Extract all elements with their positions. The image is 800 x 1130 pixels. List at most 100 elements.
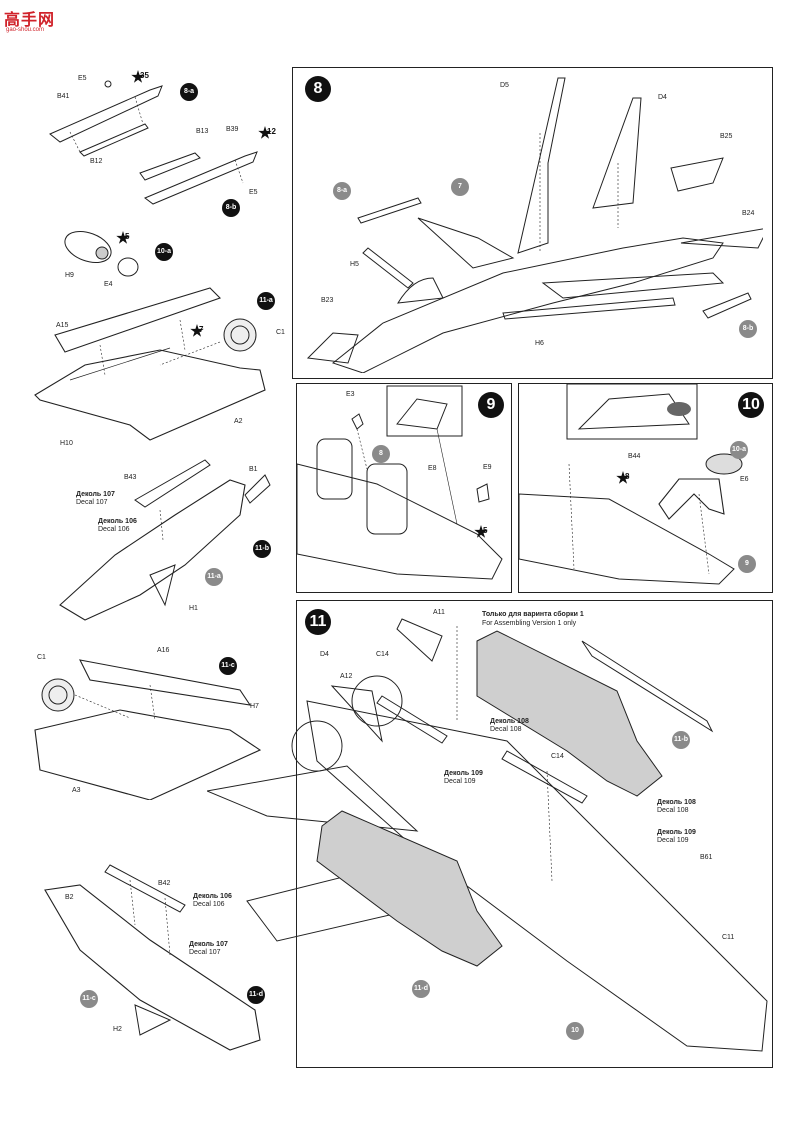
step-10-number: 10 (738, 392, 764, 418)
paint-star-7: 7 (190, 324, 212, 338)
step-10-panel: 10 (518, 383, 773, 593)
decal-109b-en: Decal 109 (657, 837, 689, 844)
version-note-ru: Только для варинта сборки 1 (482, 611, 584, 618)
step-11-panel: 11 (207, 600, 773, 1068)
subassembly-11a-badge: 11-a (257, 292, 275, 310)
paint-star-8: 8 (616, 471, 638, 485)
part-B24-label: B24 (742, 210, 755, 217)
subassembly-11c-ref-badge: 11-c (80, 990, 98, 1008)
part-A3-label: A3 (72, 787, 81, 794)
subassembly-11c-drawing (34, 659, 262, 800)
subassembly-8a-badge: 8-a (180, 83, 198, 101)
part-D4b-label: D4 (320, 651, 329, 658)
paint-star-12: 12 (258, 126, 280, 140)
star-number: 5 (125, 232, 130, 241)
step-8-panel: 8 (292, 67, 773, 379)
decal-107-en: Decal 107 (76, 499, 108, 506)
step-11-drawing (207, 618, 768, 1052)
paint-star-5: 5 (116, 231, 138, 245)
part-B23-label: B23 (321, 297, 334, 304)
decal-108b-ru: Деколь 108 (657, 799, 696, 806)
part-A16-label: A16 (157, 647, 170, 654)
part-A2-label: A2 (234, 418, 243, 425)
decal-107b-ru: Деколь 107 (189, 941, 228, 948)
part-C14b-label: C14 (551, 753, 564, 760)
subassembly-8b-badge: 8-b (222, 199, 240, 217)
part-H7-label: H7 (250, 703, 259, 710)
part-C1b-label: C1 (37, 654, 46, 661)
star-number: 5 (483, 526, 488, 535)
part-B12-label: B12 (90, 158, 103, 165)
step-10-ref-badge: 10 (566, 1022, 584, 1040)
step-9-ref-badge: 9 (738, 555, 756, 573)
watermark-logo: 高手网 (4, 10, 56, 29)
decal-107-ru: Деколь 107 (76, 491, 115, 498)
subassembly-10a-ref-badge: 10-a (730, 441, 748, 459)
decal-106b-en: Decal 106 (193, 901, 225, 908)
decal-106-ru: Деколь 106 (98, 518, 137, 525)
decal-107b-en: Decal 107 (189, 949, 221, 956)
subassembly-11d-badge: 11-d (247, 986, 265, 1004)
part-E3-label: E3 (346, 391, 355, 398)
step-9-panel: 9 (296, 383, 512, 593)
part-B43-label: B43 (124, 474, 137, 481)
subassembly-8b-ref-badge: 8-b (739, 320, 757, 338)
step-8-ref-badge: 8 (372, 445, 390, 463)
part-E6-label: E6 (740, 476, 749, 483)
step-11-number: 11 (305, 609, 331, 635)
paint-star-35: 35 (131, 70, 153, 84)
decal-108-ru: Деколь 108 (490, 718, 529, 725)
subassembly-8a-ref-badge: 8-a (333, 182, 351, 200)
subassembly-11a-drawing (34, 287, 266, 441)
decal-106-en: Decal 106 (98, 526, 130, 533)
part-B39-label: B39 (226, 126, 239, 133)
part-C11-label: C11 (722, 934, 735, 941)
part-B41-label: B41 (57, 93, 70, 100)
part-B42-label: B42 (158, 880, 171, 887)
decal-108-en: Decal 108 (490, 726, 522, 733)
part-H1-label: H1 (189, 605, 198, 612)
subassembly-11d-drawing (44, 864, 261, 1051)
subassembly-11b-ref-badge: 11-b (672, 731, 690, 749)
decal-109b-ru: Деколь 109 (657, 829, 696, 836)
part-A11-label: A11 (433, 609, 445, 616)
part-E9-label: E9 (483, 464, 492, 471)
step-9-drawing (297, 385, 503, 580)
part-C14-label: C14 (376, 651, 389, 658)
part-E8-label: E8 (428, 465, 437, 472)
part-H9-label: H9 (65, 272, 74, 279)
part-B25-label: B25 (720, 133, 733, 140)
decal-108b-en: Decal 108 (657, 807, 689, 814)
part-B13-label: B13 (196, 128, 209, 135)
part-A15-label: A15 (56, 322, 69, 329)
part-D4-label: D4 (658, 94, 667, 101)
part-A12-label: A12 (340, 673, 353, 680)
part-B1-label: B1 (249, 466, 258, 473)
subassembly-11d-ref-badge: 11-d (412, 980, 430, 998)
star-number: 35 (140, 71, 149, 80)
part-H10-label: H10 (60, 440, 73, 447)
version-note-en: For Assembling Version 1 only (482, 620, 577, 627)
part-H2-label: H2 (113, 1026, 122, 1033)
part-H5-label: H5 (350, 261, 359, 268)
part-D5-label: D5 (500, 82, 509, 89)
part-C1-label: C1 (276, 329, 285, 336)
paint-star-5b: 5 (474, 525, 496, 539)
star-number: 12 (267, 127, 276, 136)
subassembly-11b-badge: 11-b (253, 540, 271, 558)
star-number: 7 (199, 325, 204, 334)
subassembly-11c-badge: 11-c (219, 657, 237, 675)
part-H6-label: H6 (535, 340, 544, 347)
subassembly-11b-drawing (59, 459, 271, 621)
decal-106b-ru: Деколь 106 (193, 893, 232, 900)
subassembly-10a-badge: 10-a (155, 243, 173, 261)
step-8-drawing (306, 77, 763, 373)
star-number: 8 (625, 472, 630, 481)
step-7-ref-badge: 7 (451, 178, 469, 196)
part-E5-label: E5 (78, 75, 87, 82)
step-9-number: 9 (478, 392, 504, 418)
part-E4-label: E4 (104, 281, 113, 288)
subassembly-8a-drawing (49, 80, 163, 157)
step-8-number: 8 (305, 76, 331, 102)
part-B2-label: B2 (65, 894, 74, 901)
